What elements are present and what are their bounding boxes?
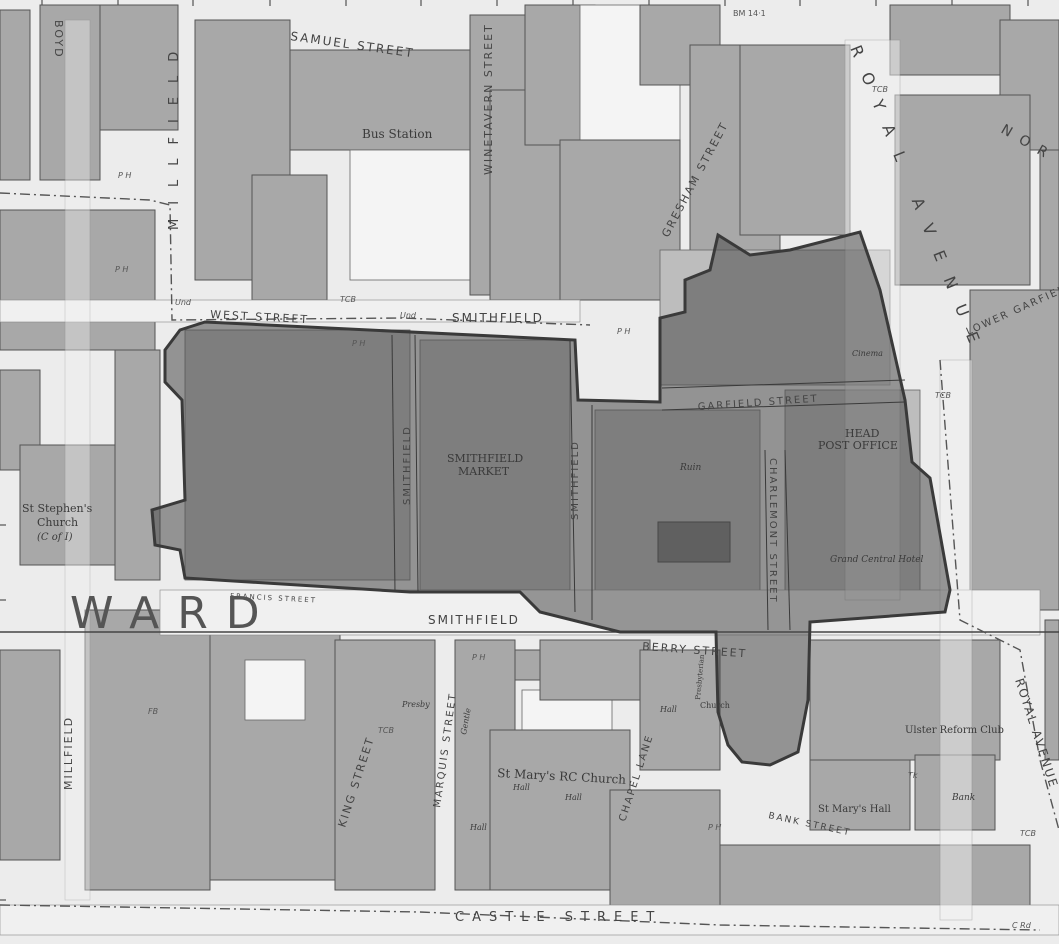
label-tcb-4: TCB	[378, 726, 394, 735]
label-castle-street: CASTLE STREET	[455, 910, 662, 925]
label-charlemont-street: CHARLEMONT STREET	[767, 458, 778, 604]
map-annotations: BM 14·1 TCB TCB TCB TCB TCB Und Und P H …	[115, 9, 1036, 930]
label-tcb-1: TCB	[872, 85, 888, 94]
label-cinema: Cinema	[852, 349, 883, 358]
label-ward: WARD	[70, 588, 278, 639]
label-winetavern-street: WINETAVERN STREET	[482, 23, 495, 175]
label-und-2: Und	[400, 311, 417, 320]
label-smithfield-bottom: SMITHFIELD	[428, 613, 520, 627]
label-st-marys-rc-church: St Mary's RC Church	[497, 766, 627, 787]
label-smithfield-market-2: MARKET	[458, 465, 510, 478]
label-ph-5: P H	[472, 653, 485, 662]
label-millfield-top: MILLFIELD	[167, 38, 182, 230]
label-tcb-5: TCB	[1020, 829, 1036, 838]
building-labels: Bus Station SMITHFIELD MARKET HEAD POST …	[22, 127, 1004, 832]
admin-boundary-north	[0, 192, 591, 326]
label-ph-4: P H	[617, 327, 630, 336]
label-tk: Tk	[908, 771, 918, 780]
label-west-street: WEST STREET	[210, 308, 310, 326]
label-head-post-office-2: POST OFFICE	[818, 439, 898, 452]
highlighted-area[interactable]	[150, 230, 952, 767]
label-crd: C Rd	[1012, 921, 1032, 930]
label-bus-station: Bus Station	[362, 127, 433, 141]
label-smithfield-east: SMITHFIELD	[570, 440, 581, 520]
label-ulster-reform-club: Ulster Reform Club	[905, 725, 1004, 736]
label-st-stephens-1: St Stephen's	[22, 502, 93, 515]
label-st-stephens-2: Church	[37, 516, 78, 529]
label-tcb-2: TCB	[340, 295, 356, 304]
label-st-marys-hall: St Mary's Hall	[818, 804, 891, 815]
label-st-stephens-3: (C of I)	[37, 532, 73, 543]
label-boyd: BOYD	[52, 20, 65, 59]
label-bm: BM 14·1	[733, 9, 766, 18]
label-hall-2: Hall	[564, 793, 582, 802]
label-head-post-office-1: HEAD	[845, 427, 880, 440]
label-tcb-3: TCB	[935, 391, 951, 400]
label-hall-4: Hall	[659, 705, 677, 714]
label-ph-2: P H	[115, 265, 128, 274]
label-presbyterian-church: Church	[700, 701, 730, 710]
label-smithfield-market-1: SMITHFIELD	[447, 452, 523, 465]
label-smithfield-top: SMITHFIELD	[452, 311, 544, 325]
label-presbyterian: Presbyterian	[694, 654, 706, 700]
label-ph-6: P H	[708, 823, 721, 832]
label-ruin: Ruin	[679, 463, 701, 473]
label-ph-1: P H	[118, 171, 131, 180]
admin-boundary-east	[939, 359, 1059, 831]
label-hall-1: Hall	[512, 783, 530, 792]
label-smithfield-west: SMITHFIELD	[402, 425, 413, 505]
label-grand-central-hotel: Grand Central Hotel	[830, 555, 924, 565]
label-millfield: MILLFIELD	[62, 716, 75, 790]
label-ph-3: P H	[352, 339, 365, 348]
label-presby: Presby	[401, 700, 430, 709]
admin-boundary-south	[0, 904, 1041, 931]
label-bank: Bank	[951, 793, 975, 803]
label-und-1: Und	[175, 298, 192, 307]
label-fb: FB	[148, 707, 158, 716]
label-hall-3: Hall	[469, 823, 487, 832]
inner-street-lines	[391, 334, 906, 631]
